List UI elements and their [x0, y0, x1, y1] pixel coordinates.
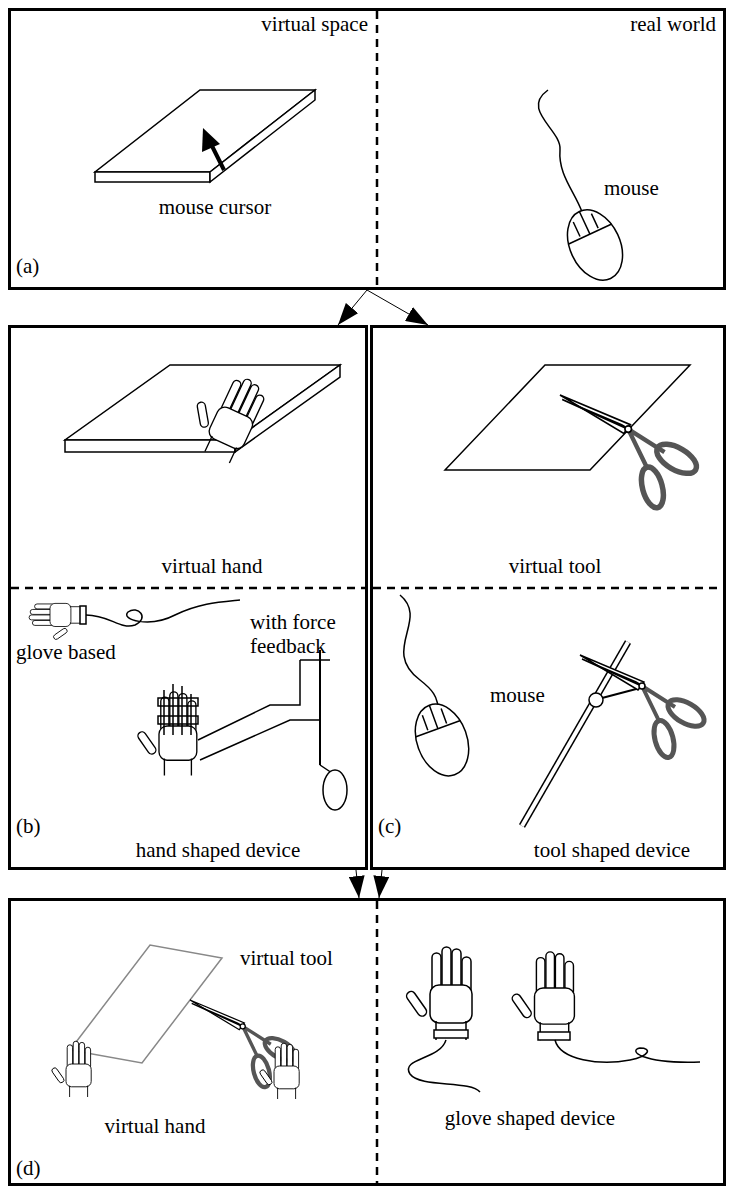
part-label: tool shaped device	[534, 838, 690, 862]
part-label: virtual tool	[240, 946, 333, 970]
mouse-device	[557, 201, 634, 289]
part-label: mouse cursor	[159, 195, 272, 219]
panel-c: virtual tool mouse tool shaped device (c)	[370, 325, 726, 870]
flow-arrow	[379, 870, 382, 898]
glove-cable	[408, 1040, 480, 1092]
part-label: virtual hand	[105, 1114, 206, 1138]
glove	[511, 952, 575, 1040]
exoskeleton	[158, 650, 347, 810]
panel-d: virtual tool virtual hand glove shaped dev…	[8, 898, 726, 1186]
part-label: mouse	[604, 176, 659, 200]
tool-device-rod	[522, 642, 640, 826]
panel-label: (b)	[16, 814, 41, 838]
glove-cuff	[538, 1032, 570, 1040]
flow-arrow	[338, 290, 367, 325]
device-hand	[136, 692, 196, 776]
panel-label: (c)	[378, 814, 401, 838]
part-label: virtual space	[261, 12, 368, 36]
virtual-hand	[259, 1043, 299, 1099]
panel-b: virtual hand glove based with force feedba…	[8, 325, 368, 870]
part-label: glove shaped device	[445, 1106, 615, 1130]
glove-cuff	[434, 1030, 468, 1038]
glove-cable	[555, 1040, 700, 1062]
device-scissors	[580, 655, 708, 760]
virtual-hand	[180, 364, 270, 465]
virtual-scissors	[560, 395, 701, 510]
part-label: hand shaped device	[136, 838, 300, 862]
mouse-cord	[538, 90, 582, 212]
glove	[405, 947, 472, 1040]
part-label: real world	[630, 12, 716, 36]
glove-cable	[86, 600, 240, 626]
virtual-hand	[51, 1041, 91, 1097]
part-label: glove based	[16, 640, 116, 664]
mouse-cord	[400, 595, 438, 705]
panel-label: (d)	[16, 1156, 41, 1180]
part-label: virtual hand	[162, 554, 263, 578]
part-label: with force feedback	[250, 610, 362, 658]
flow-arrow	[356, 870, 359, 898]
panel-label: (a)	[16, 254, 39, 278]
part-label: virtual tool	[509, 554, 602, 578]
part-label: mouse	[490, 683, 545, 707]
virtual-plate	[95, 90, 315, 182]
virtual-paper	[445, 365, 690, 470]
glove-cuff	[80, 606, 86, 624]
mouse-device	[406, 697, 478, 784]
panel-a: virtual space real world mouse cursor mouse…	[8, 8, 726, 290]
flow-arrow	[367, 290, 428, 325]
glove	[29, 603, 80, 640]
mouse-cursor-arrow	[202, 128, 224, 170]
